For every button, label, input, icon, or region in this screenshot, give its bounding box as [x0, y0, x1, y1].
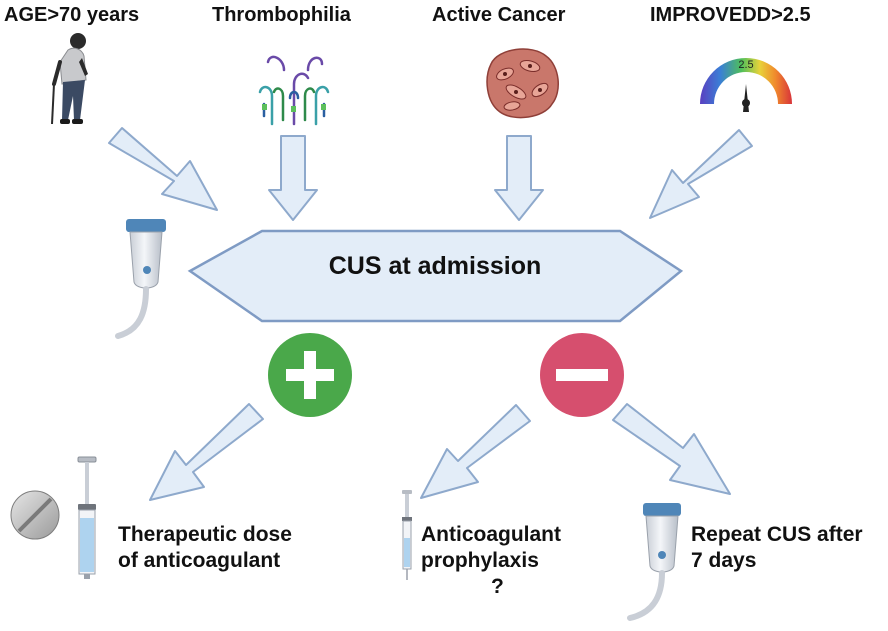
criterion-age-label: AGE>70 years — [4, 4, 140, 26]
clotting-factors-icon — [258, 55, 330, 126]
arrow-positive-to-therapeutic — [149, 403, 264, 501]
cus-admission-hexagon — [187, 229, 684, 323]
criterion-cancer-label: Active Cancer — [432, 4, 566, 26]
arrow-negative-to-repeat — [612, 403, 731, 495]
prophylaxis-line-2: prophylaxis — [421, 549, 539, 572]
repeat-ultrasound-probe-icon — [627, 503, 681, 621]
arrow-thrombophilia-to-cus — [268, 135, 318, 221]
negative-result-icon — [540, 333, 624, 417]
therapeutic-line-2: of anticoagulant — [118, 549, 281, 572]
prophylaxis-question-mark: ? — [491, 575, 504, 598]
repeat-line-2: 7 days — [691, 549, 757, 572]
gauge-value-text: 2.5 — [738, 59, 753, 71]
arrow-cancer-to-cus — [494, 135, 544, 221]
arrow-age-to-cus — [108, 127, 218, 211]
criterion-improvedd-label: IMPROVEDD>2.5 — [650, 4, 811, 26]
pill-icon — [10, 490, 60, 540]
repeat-cus-label: Repeat CUS after 7 days — [691, 522, 863, 574]
prophylaxis-line-1: Anticoagulant — [421, 523, 561, 546]
arrow-improvedd-to-cus — [649, 129, 753, 219]
cancer-cells-icon — [486, 48, 559, 119]
risk-gauge-icon: 2.5 — [700, 58, 792, 112]
arrow-negative-to-prophylaxis — [420, 404, 531, 499]
elderly-person-icon — [51, 33, 88, 125]
therapeutic-dose-label: Therapeutic dose of anticoagulant — [118, 522, 292, 574]
criterion-thrombophilia-label: Thrombophilia — [212, 4, 351, 26]
prophylaxis-syringe-icon — [402, 490, 412, 580]
prophylaxis-label: Anticoagulant prophylaxis ? — [421, 522, 561, 600]
positive-result-icon — [268, 333, 352, 417]
repeat-line-1: Repeat CUS after — [691, 523, 863, 546]
ultrasound-probe-icon — [115, 219, 166, 339]
syringe-icon — [77, 456, 97, 579]
therapeutic-line-1: Therapeutic dose — [118, 523, 292, 546]
cus-admission-label: CUS at admission — [328, 252, 542, 280]
